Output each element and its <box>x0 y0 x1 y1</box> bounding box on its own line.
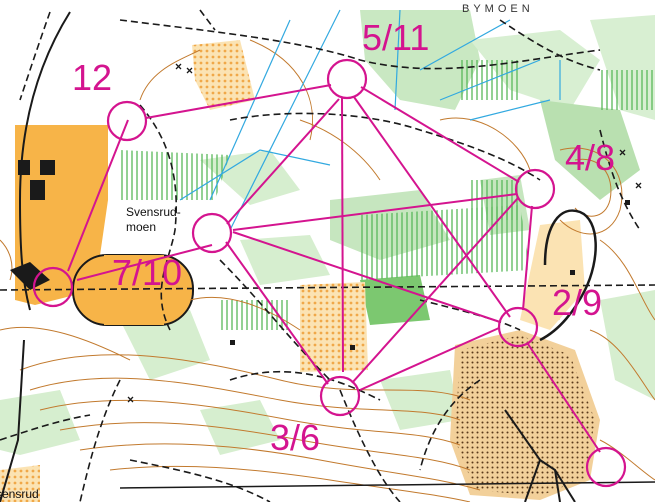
point-markers <box>127 63 642 403</box>
control-circle-2-9 <box>497 306 539 348</box>
control-circle-bottom-right <box>585 446 627 488</box>
control-label-7-10: 7/10 <box>112 252 183 293</box>
control-label-12: 12 <box>72 57 113 98</box>
undergrowth-hatch <box>120 60 655 330</box>
control-circle-5-11 <box>326 58 368 100</box>
place-name-edge: sensrud <box>0 487 39 501</box>
control-circle-7-10 <box>191 212 233 254</box>
place-name-bymoen: BYMOEN <box>462 3 534 15</box>
control-label-2-9: 2/9 <box>552 282 603 323</box>
control-circles <box>32 58 627 488</box>
course-legs <box>67 84 601 453</box>
control-circle-left <box>32 266 74 308</box>
sand-hill <box>450 220 600 500</box>
place-name-svensrud-line2: moen <box>126 220 157 234</box>
place-name-svensrud-line1: Svensrud- <box>126 205 181 219</box>
control-label-3-6: 3/6 <box>270 417 321 458</box>
buildings <box>10 160 630 350</box>
control-circle-4-8 <box>514 168 556 210</box>
contour-lines <box>0 39 655 502</box>
control-circle-3-6 <box>319 375 361 417</box>
control-label-5-11: 5/11 <box>362 17 430 58</box>
water-features <box>179 9 561 231</box>
control-circle-12 <box>106 100 148 142</box>
control-label-4-8: 4/8 <box>565 137 616 178</box>
